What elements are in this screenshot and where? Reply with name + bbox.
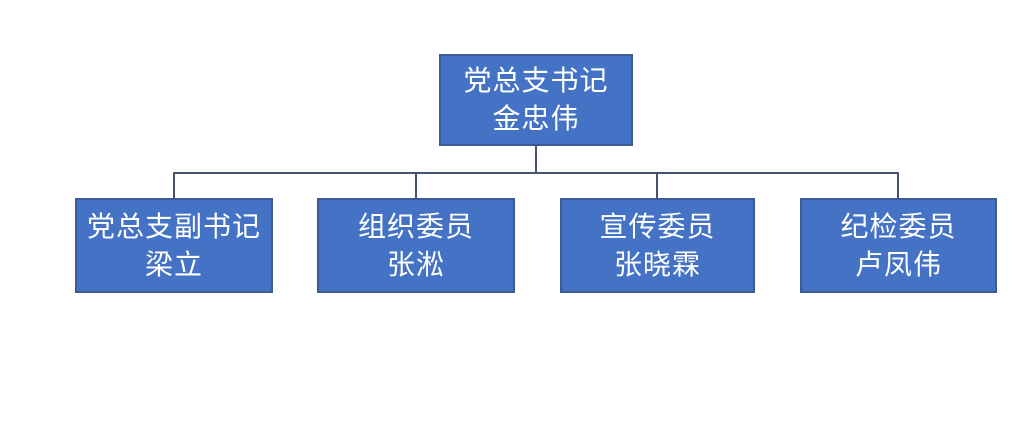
connector-drop-child-1	[173, 172, 175, 199]
org-node-publicity-member: 宣传委员 张晓霖	[560, 198, 755, 293]
org-node-organization-member: 组织委员 张淞	[317, 198, 515, 293]
connector-drop-child-4	[897, 172, 899, 199]
org-node-role: 宣传委员	[599, 210, 716, 242]
connector-root-stem	[535, 146, 537, 174]
org-node-role: 纪检委员	[840, 210, 957, 242]
connector-drop-child-2	[415, 172, 417, 199]
org-node-person: 金忠伟	[492, 103, 580, 134]
org-node-deputy-secretary: 党总支副书记 梁立	[75, 198, 273, 293]
org-node-role: 党总支书记	[463, 65, 609, 96]
org-node-person: 卢凤伟	[854, 248, 942, 280]
org-node-person: 张晓霖	[613, 248, 701, 280]
connector-drop-child-3	[656, 172, 658, 199]
org-node-role: 组织委员	[357, 210, 474, 242]
org-node-role: 党总支副书记	[86, 210, 261, 242]
org-node-person: 张淞	[386, 248, 445, 280]
org-node-discipline-member: 纪检委员 卢凤伟	[800, 198, 997, 293]
connector-horizontal-bus	[173, 172, 899, 174]
org-node-root: 党总支书记 金忠伟	[439, 54, 633, 146]
org-node-person: 梁立	[144, 248, 203, 280]
